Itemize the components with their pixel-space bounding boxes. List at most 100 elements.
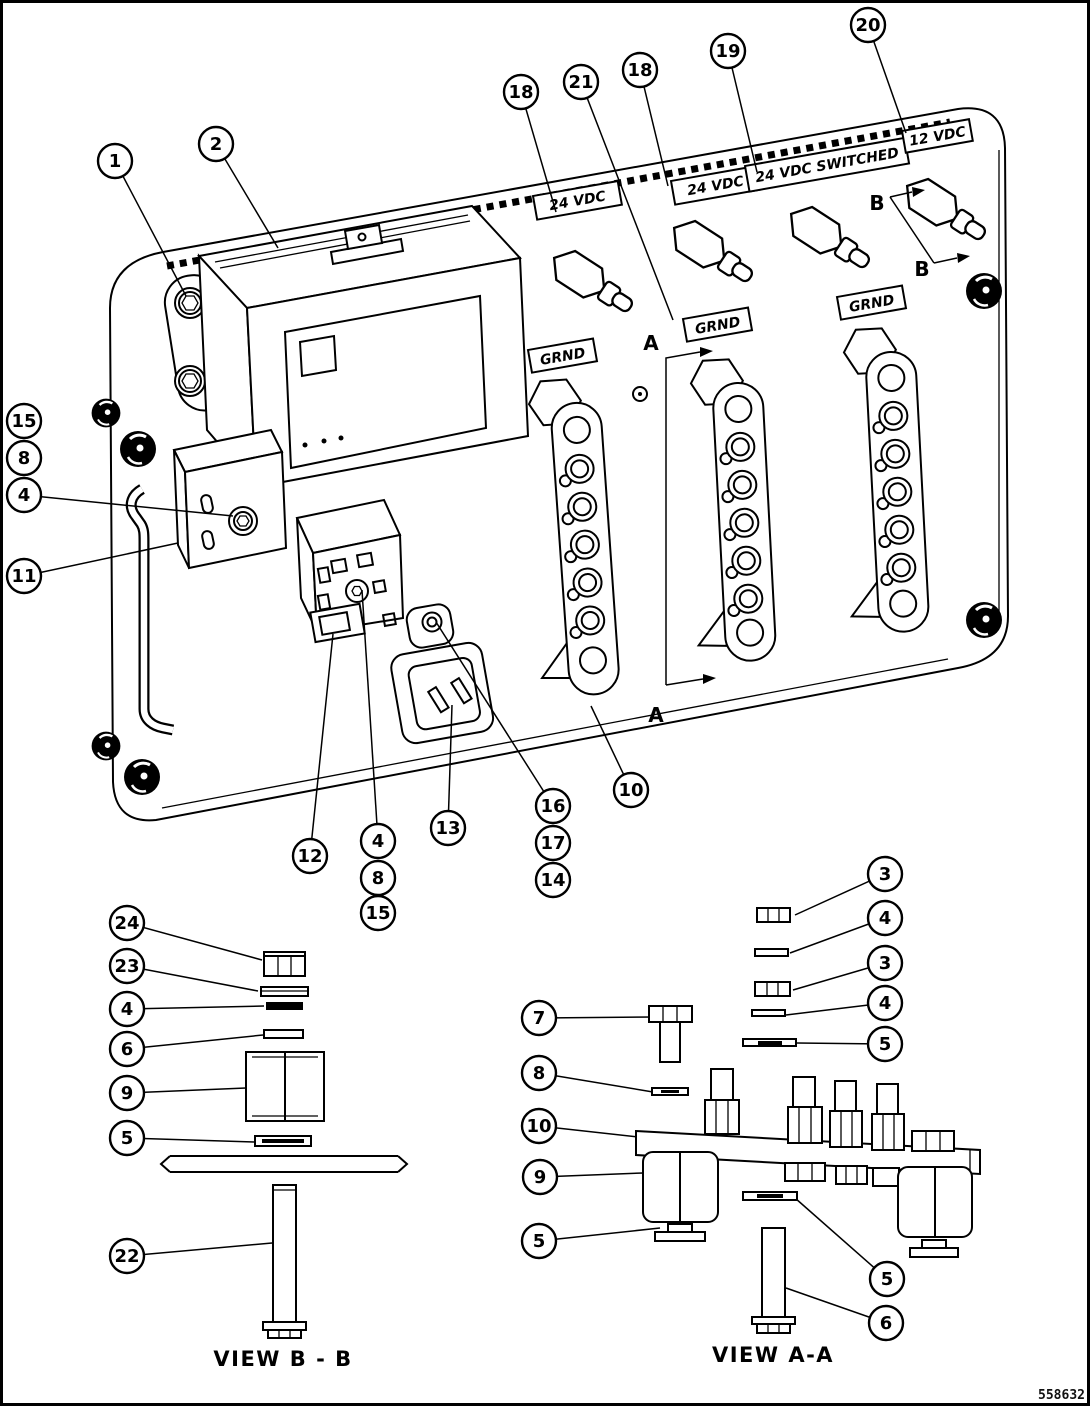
receptacle	[390, 603, 495, 745]
callout-15a: 15	[5, 402, 43, 440]
svg-text:17: 17	[540, 833, 565, 854]
svg-text:5: 5	[879, 1034, 892, 1055]
callout-3b: 3	[866, 944, 904, 982]
display-module	[197, 204, 530, 490]
svg-text:6: 6	[121, 1039, 134, 1060]
callout-7: 7	[520, 999, 558, 1037]
svg-text:14: 14	[540, 870, 565, 891]
svg-text:15: 15	[365, 903, 390, 924]
svg-text:B: B	[869, 191, 884, 215]
callout-20: 20	[849, 6, 887, 44]
callout-6b: 6	[867, 1304, 905, 1342]
svg-text:10: 10	[618, 780, 643, 801]
callout-2: 2	[197, 125, 235, 163]
svg-text:A: A	[643, 331, 659, 355]
svg-text:9: 9	[121, 1083, 134, 1104]
callout-4a: 4	[5, 476, 43, 514]
callout-1: 1	[96, 142, 134, 180]
mount-bracket	[172, 428, 288, 570]
panel-label-grnd-1: GRND	[526, 337, 599, 374]
bus-bar-3	[842, 327, 930, 633]
svg-text:9: 9	[534, 1167, 547, 1188]
view-aa-caption: VIEW A-A	[712, 1343, 834, 1367]
callout-19: 19	[709, 32, 747, 70]
callout-24: 24	[108, 904, 146, 942]
callout-17: 17	[534, 824, 572, 862]
callout-10b: 10	[520, 1107, 558, 1145]
callout-5: 5	[108, 1119, 146, 1157]
section-line-a: A A	[643, 331, 716, 727]
svg-text:23: 23	[114, 956, 139, 977]
panel-label-grnd-3: GRND	[835, 284, 908, 321]
svg-text:1: 1	[109, 151, 122, 172]
svg-text:2: 2	[210, 134, 223, 155]
svg-text:18: 18	[627, 60, 652, 81]
svg-text:5: 5	[881, 1269, 894, 1290]
callout-11: 11	[5, 557, 43, 595]
svg-text:4: 4	[18, 485, 31, 506]
svg-text:3: 3	[879, 953, 892, 974]
callout-4d: 4	[866, 984, 904, 1022]
relay-block	[295, 498, 405, 644]
callout-21: 21	[562, 63, 600, 101]
callout-10: 10	[612, 771, 650, 809]
callouts-main: 1 2 18 21 18 19 20 15 8 4 11 12 4 8 15 1…	[5, 6, 887, 932]
svg-text:5: 5	[533, 1231, 546, 1252]
svg-text:GRND: GRND	[539, 345, 587, 369]
callout-22: 22	[108, 1237, 146, 1275]
svg-text:GRND: GRND	[694, 314, 742, 338]
svg-text:15: 15	[11, 411, 36, 432]
display-screen	[283, 294, 488, 470]
callout-4c: 4	[866, 899, 904, 937]
callout-5c: 5	[868, 1260, 906, 1298]
leader-lines-main	[23, 24, 907, 857]
svg-text:16: 16	[540, 796, 565, 817]
ground-wire	[125, 484, 175, 736]
svg-text:3: 3	[879, 864, 892, 885]
svg-text:B: B	[914, 257, 929, 281]
callout-23: 23	[108, 947, 146, 985]
drawing-number: 558632	[1038, 1388, 1085, 1403]
svg-text:5: 5	[121, 1128, 134, 1149]
svg-text:12: 12	[297, 846, 322, 867]
callout-9b: 9	[521, 1158, 559, 1196]
callout-12: 12	[291, 837, 329, 875]
bus-bar-2	[689, 358, 777, 662]
callout-15b: 15	[359, 894, 397, 932]
view-bb: 24 23 4 6 9 5 22 VIEW B - B	[108, 904, 409, 1371]
svg-text:21: 21	[568, 72, 593, 93]
svg-text:4: 4	[372, 831, 385, 852]
callout-8b: 8	[359, 859, 397, 897]
svg-text:19: 19	[715, 41, 740, 62]
panel-label-24vdc-2: 24 VDC	[669, 164, 762, 206]
view-bb-caption: VIEW B - B	[213, 1347, 352, 1371]
callout-18b: 18	[621, 51, 659, 89]
svg-text:24: 24	[114, 913, 139, 934]
svg-text:10: 10	[526, 1116, 551, 1137]
callout-5b: 5	[520, 1222, 558, 1260]
callout-4b: 4	[359, 822, 397, 860]
callout-13: 13	[429, 809, 467, 847]
callout-18a: 18	[502, 73, 540, 111]
callout-16: 16	[534, 787, 572, 825]
svg-text:8: 8	[533, 1063, 546, 1084]
svg-text:8: 8	[372, 868, 385, 889]
callout-5a: 5	[866, 1025, 904, 1063]
callout-8a: 8	[5, 439, 43, 477]
view-aa: 3 4 3 4 5 7 8 10 9 5 5 6 VIEW A-A	[520, 855, 981, 1367]
svg-text:13: 13	[435, 818, 460, 839]
svg-text:18: 18	[508, 82, 533, 103]
svg-text:A: A	[648, 703, 664, 727]
svg-text:4: 4	[879, 908, 892, 929]
callout-4: 4	[108, 990, 146, 1028]
callout-8c: 8	[520, 1054, 558, 1092]
svg-text:22: 22	[114, 1246, 139, 1267]
callout-3a: 3	[866, 855, 904, 893]
svg-text:20: 20	[855, 15, 880, 36]
bus-bar-1	[527, 378, 620, 696]
svg-text:11: 11	[11, 566, 36, 587]
svg-text:4: 4	[121, 999, 134, 1020]
callout-9: 9	[108, 1074, 146, 1112]
